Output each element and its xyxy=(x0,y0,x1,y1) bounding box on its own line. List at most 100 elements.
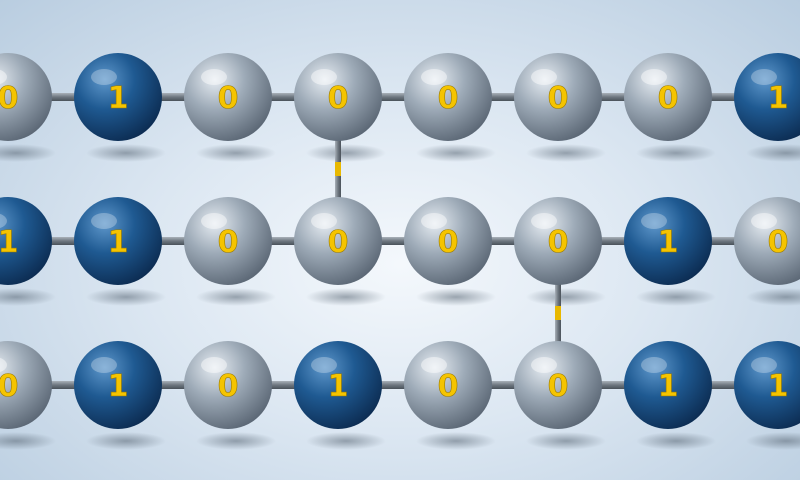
sphere-shadow xyxy=(636,288,716,306)
sphere-body xyxy=(184,53,272,141)
bit-sphere-zero: 0 xyxy=(404,341,492,429)
sphere-highlight xyxy=(201,69,227,85)
sphere-highlight xyxy=(641,213,667,229)
bit-digit: 1 xyxy=(328,369,349,404)
bit-digit: 0 xyxy=(328,81,349,116)
sphere-shadow xyxy=(526,288,606,306)
sphere-body xyxy=(734,341,800,429)
bit-digit: 0 xyxy=(548,225,569,260)
bit-sphere-one: 1 xyxy=(74,197,162,285)
sphere-body xyxy=(74,53,162,141)
bit-sphere-zero: 0 xyxy=(184,197,272,285)
sphere-body xyxy=(734,197,800,285)
sphere-highlight xyxy=(641,357,667,373)
bit-sphere-one: 1 xyxy=(624,341,712,429)
sphere-highlight xyxy=(641,69,667,85)
sphere-shadow xyxy=(746,288,800,306)
bit-sphere-zero: 0 xyxy=(404,53,492,141)
sphere-shadow xyxy=(636,144,716,162)
bit-sphere-one: 1 xyxy=(74,341,162,429)
bit-digit: 1 xyxy=(658,225,679,260)
sphere-body xyxy=(294,197,382,285)
bit-sphere-one: 1 xyxy=(734,341,800,429)
sphere-shadow xyxy=(526,144,606,162)
sphere-highlight xyxy=(421,69,447,85)
sphere-highlight xyxy=(311,213,337,229)
sphere-highlight xyxy=(751,69,777,85)
bit-digit: 1 xyxy=(108,225,129,260)
bit-digit: 1 xyxy=(768,81,789,116)
bit-digit: 0 xyxy=(658,81,679,116)
sphere-highlight xyxy=(751,357,777,373)
bit-digit: 0 xyxy=(438,81,459,116)
bit-sphere-zero: 0 xyxy=(294,53,382,141)
sphere-highlight xyxy=(421,213,447,229)
bit-sphere-zero: 0 xyxy=(184,341,272,429)
bit-digit: 0 xyxy=(0,369,18,404)
bit-digit: 0 xyxy=(548,81,569,116)
bit-sphere-zero: 0 xyxy=(514,197,602,285)
sphere-highlight xyxy=(91,357,117,373)
shadow-layer xyxy=(0,144,800,450)
row-link xyxy=(335,135,341,203)
row-link xyxy=(555,279,561,347)
bit-digit: 1 xyxy=(0,225,18,260)
sphere-body xyxy=(514,197,602,285)
sphere-shadow xyxy=(746,144,800,162)
sphere-body xyxy=(74,341,162,429)
bit-sphere-zero: 0 xyxy=(514,341,602,429)
sphere-shadow xyxy=(416,288,496,306)
sphere-highlight xyxy=(531,357,557,373)
bit-digit: 1 xyxy=(658,369,679,404)
bit-digit: 1 xyxy=(108,369,129,404)
sphere-shadow xyxy=(86,144,166,162)
sphere-body xyxy=(184,341,272,429)
sphere-shadow xyxy=(306,144,386,162)
sphere-shadow xyxy=(416,432,496,450)
sphere-shadow xyxy=(636,432,716,450)
sphere-body xyxy=(514,53,602,141)
sphere-shadow xyxy=(86,432,166,450)
sphere-body xyxy=(624,53,712,141)
bit-digit: 0 xyxy=(218,369,239,404)
bit-digit: 0 xyxy=(438,369,459,404)
bit-digit: 0 xyxy=(0,81,18,116)
sphere-highlight xyxy=(0,357,7,373)
sphere-highlight xyxy=(0,213,7,229)
bit-sphere-one: 1 xyxy=(74,53,162,141)
link-layer xyxy=(335,135,561,347)
bit-digit: 0 xyxy=(438,225,459,260)
bit-sphere-one: 1 xyxy=(0,197,52,285)
sphere-highlight xyxy=(421,357,447,373)
link-marker xyxy=(555,306,561,320)
sphere-highlight xyxy=(0,69,7,85)
bit-digit: 0 xyxy=(218,81,239,116)
sphere-shadow xyxy=(416,144,496,162)
sphere-body xyxy=(0,197,52,285)
sphere-highlight xyxy=(311,69,337,85)
sphere-highlight xyxy=(751,213,777,229)
bit-sphere-zero: 0 xyxy=(0,341,52,429)
sphere-body xyxy=(0,53,52,141)
sphere-highlight xyxy=(91,213,117,229)
bit-digit: 0 xyxy=(548,369,569,404)
sphere-shadow xyxy=(0,144,56,162)
sphere-highlight xyxy=(531,213,557,229)
sphere-highlight xyxy=(531,69,557,85)
sphere-body xyxy=(624,197,712,285)
sphere-body xyxy=(294,341,382,429)
sphere-highlight xyxy=(201,213,227,229)
sphere-body xyxy=(404,53,492,141)
bit-sphere-zero: 0 xyxy=(0,53,52,141)
sphere-shadow xyxy=(196,432,276,450)
sphere-shadow xyxy=(306,288,386,306)
sphere-body xyxy=(624,341,712,429)
sphere-shadow xyxy=(0,432,56,450)
bit-sphere-zero: 0 xyxy=(514,53,602,141)
sphere-shadow xyxy=(196,288,276,306)
sphere-body xyxy=(184,197,272,285)
bit-sphere-zero: 0 xyxy=(294,197,382,285)
sphere-highlight xyxy=(311,357,337,373)
sphere-highlight xyxy=(91,69,117,85)
sphere-shadow xyxy=(306,432,386,450)
